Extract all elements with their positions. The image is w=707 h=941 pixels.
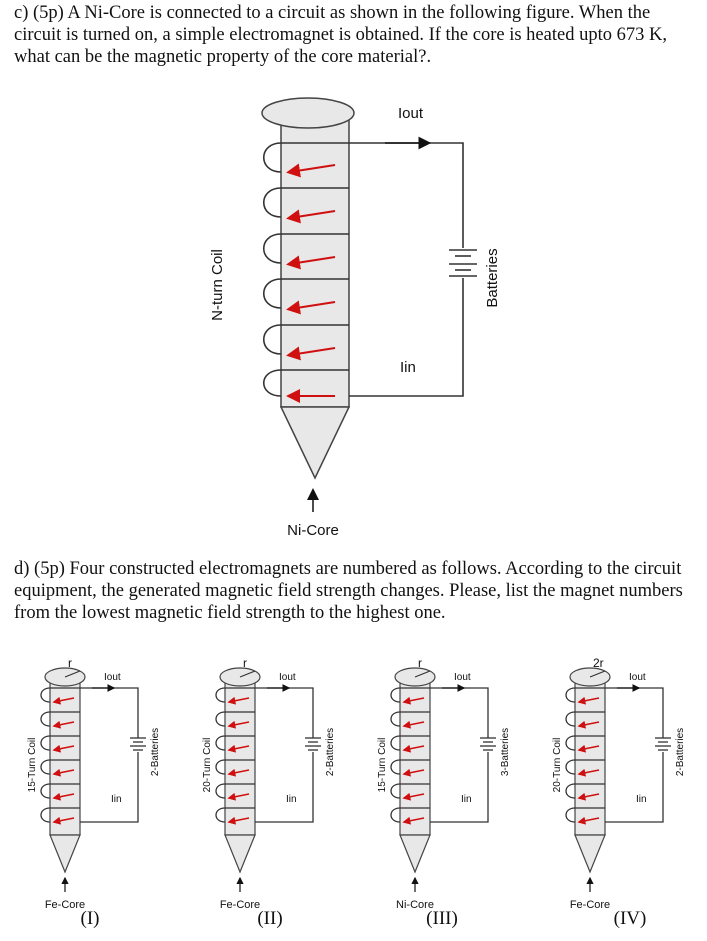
magnet-current-arrows — [577, 696, 600, 825]
magnet-battery-symbol — [305, 737, 321, 751]
i-out-label: Iout — [398, 105, 424, 122]
magnet-numeral-2: (II) — [257, 908, 283, 929]
magnet-core-body — [219, 667, 261, 874]
magnet-i-out-label: Iout — [629, 672, 646, 683]
magnet-battery-symbol — [130, 737, 146, 751]
battery-label: Batteries — [484, 248, 501, 307]
magnet-coil-loops — [40, 687, 80, 823]
current-direction-arrows — [286, 163, 336, 403]
magnet-i-in-label: Iin — [286, 794, 297, 805]
magnet-core-label: Ni-Core — [396, 899, 434, 911]
magnet-battery-label: 2-Batteries — [325, 728, 336, 776]
magnet-core-label: Fe-Core — [220, 899, 260, 911]
magnet-numeral-1: (I) — [80, 908, 100, 929]
magnet-i-in-label: Iin — [461, 794, 472, 805]
magnet-core-body — [569, 667, 611, 874]
main-electromagnet-figure: Iout Iin N-turn Coil Batteries Ni-Core — [209, 97, 501, 539]
magnet-coil-label: 15-Turn Coil — [27, 738, 38, 793]
magnet-battery-label: 3-Batteries — [500, 728, 511, 776]
magnet-circuit-wires — [430, 684, 489, 823]
magnet-current-arrows — [52, 696, 75, 825]
magnet-battery-symbol — [480, 737, 496, 751]
magnet-coil-loops — [390, 687, 430, 823]
magnet-core-body — [44, 667, 86, 874]
magnet-coil-loops — [215, 687, 255, 823]
circuit-wires — [349, 136, 464, 397]
i-in-label: Iin — [400, 359, 416, 376]
magnet-battery-label: 2-Batteries — [675, 728, 686, 776]
radius-line — [414, 670, 431, 678]
magnet-circuit-wires — [255, 684, 314, 823]
magnet-i-in-label: Iin — [111, 794, 122, 805]
question-d-label: d) — [14, 559, 30, 579]
magnet-radius-label: r — [418, 656, 422, 670]
magnet-radius-label: r — [68, 656, 72, 670]
magnet-numeral-3: (III) — [426, 908, 458, 929]
magnet-i-in-label: Iin — [636, 794, 647, 805]
magnet-coil-label: 20-Turn Coil — [202, 738, 213, 793]
magnet-i-out-label: Iout — [454, 672, 471, 683]
core-body — [261, 97, 355, 480]
magnet-radius-label: r — [243, 656, 247, 670]
magnet-core-label: Fe-Core — [45, 899, 85, 911]
magnet-battery-symbol — [655, 737, 671, 751]
battery-symbol — [449, 249, 477, 277]
radius-line — [589, 670, 606, 678]
magnet-core-body — [394, 667, 436, 874]
magnet-current-arrows — [402, 696, 425, 825]
radius-line — [239, 670, 256, 678]
magnet-radius-label: 2r — [593, 656, 604, 670]
magnet-circuit-wires — [80, 684, 139, 823]
magnet-i-out-label: Iout — [104, 672, 121, 683]
magnet-core-label: Fe-Core — [570, 899, 610, 911]
question-c-text: c) (5p) A Ni-Core is connected to a circ… — [14, 3, 667, 67]
magnet-coil-label: 15-Turn Coil — [377, 738, 388, 793]
magnet-coil-label: 20-Turn Coil — [552, 738, 563, 793]
question-d-text: d) (5p) Four constructed electromagnets … — [14, 558, 694, 624]
core-label: Ni-Core — [287, 522, 339, 539]
magnet-coil-loops — [565, 687, 605, 823]
magnet-battery-label: 2-Batteries — [150, 728, 161, 776]
coil-label: N-turn Coil — [209, 249, 226, 321]
question-d-body: (5p) Four constructed electromagnets are… — [14, 559, 683, 623]
magnet-current-arrows — [227, 696, 250, 825]
magnet-circuit-wires — [605, 684, 664, 823]
magnet-i-out-label: Iout — [279, 672, 296, 683]
radius-line — [64, 670, 81, 678]
coil-loops — [263, 142, 349, 397]
magnet-numeral-4: (IV) — [613, 908, 647, 929]
